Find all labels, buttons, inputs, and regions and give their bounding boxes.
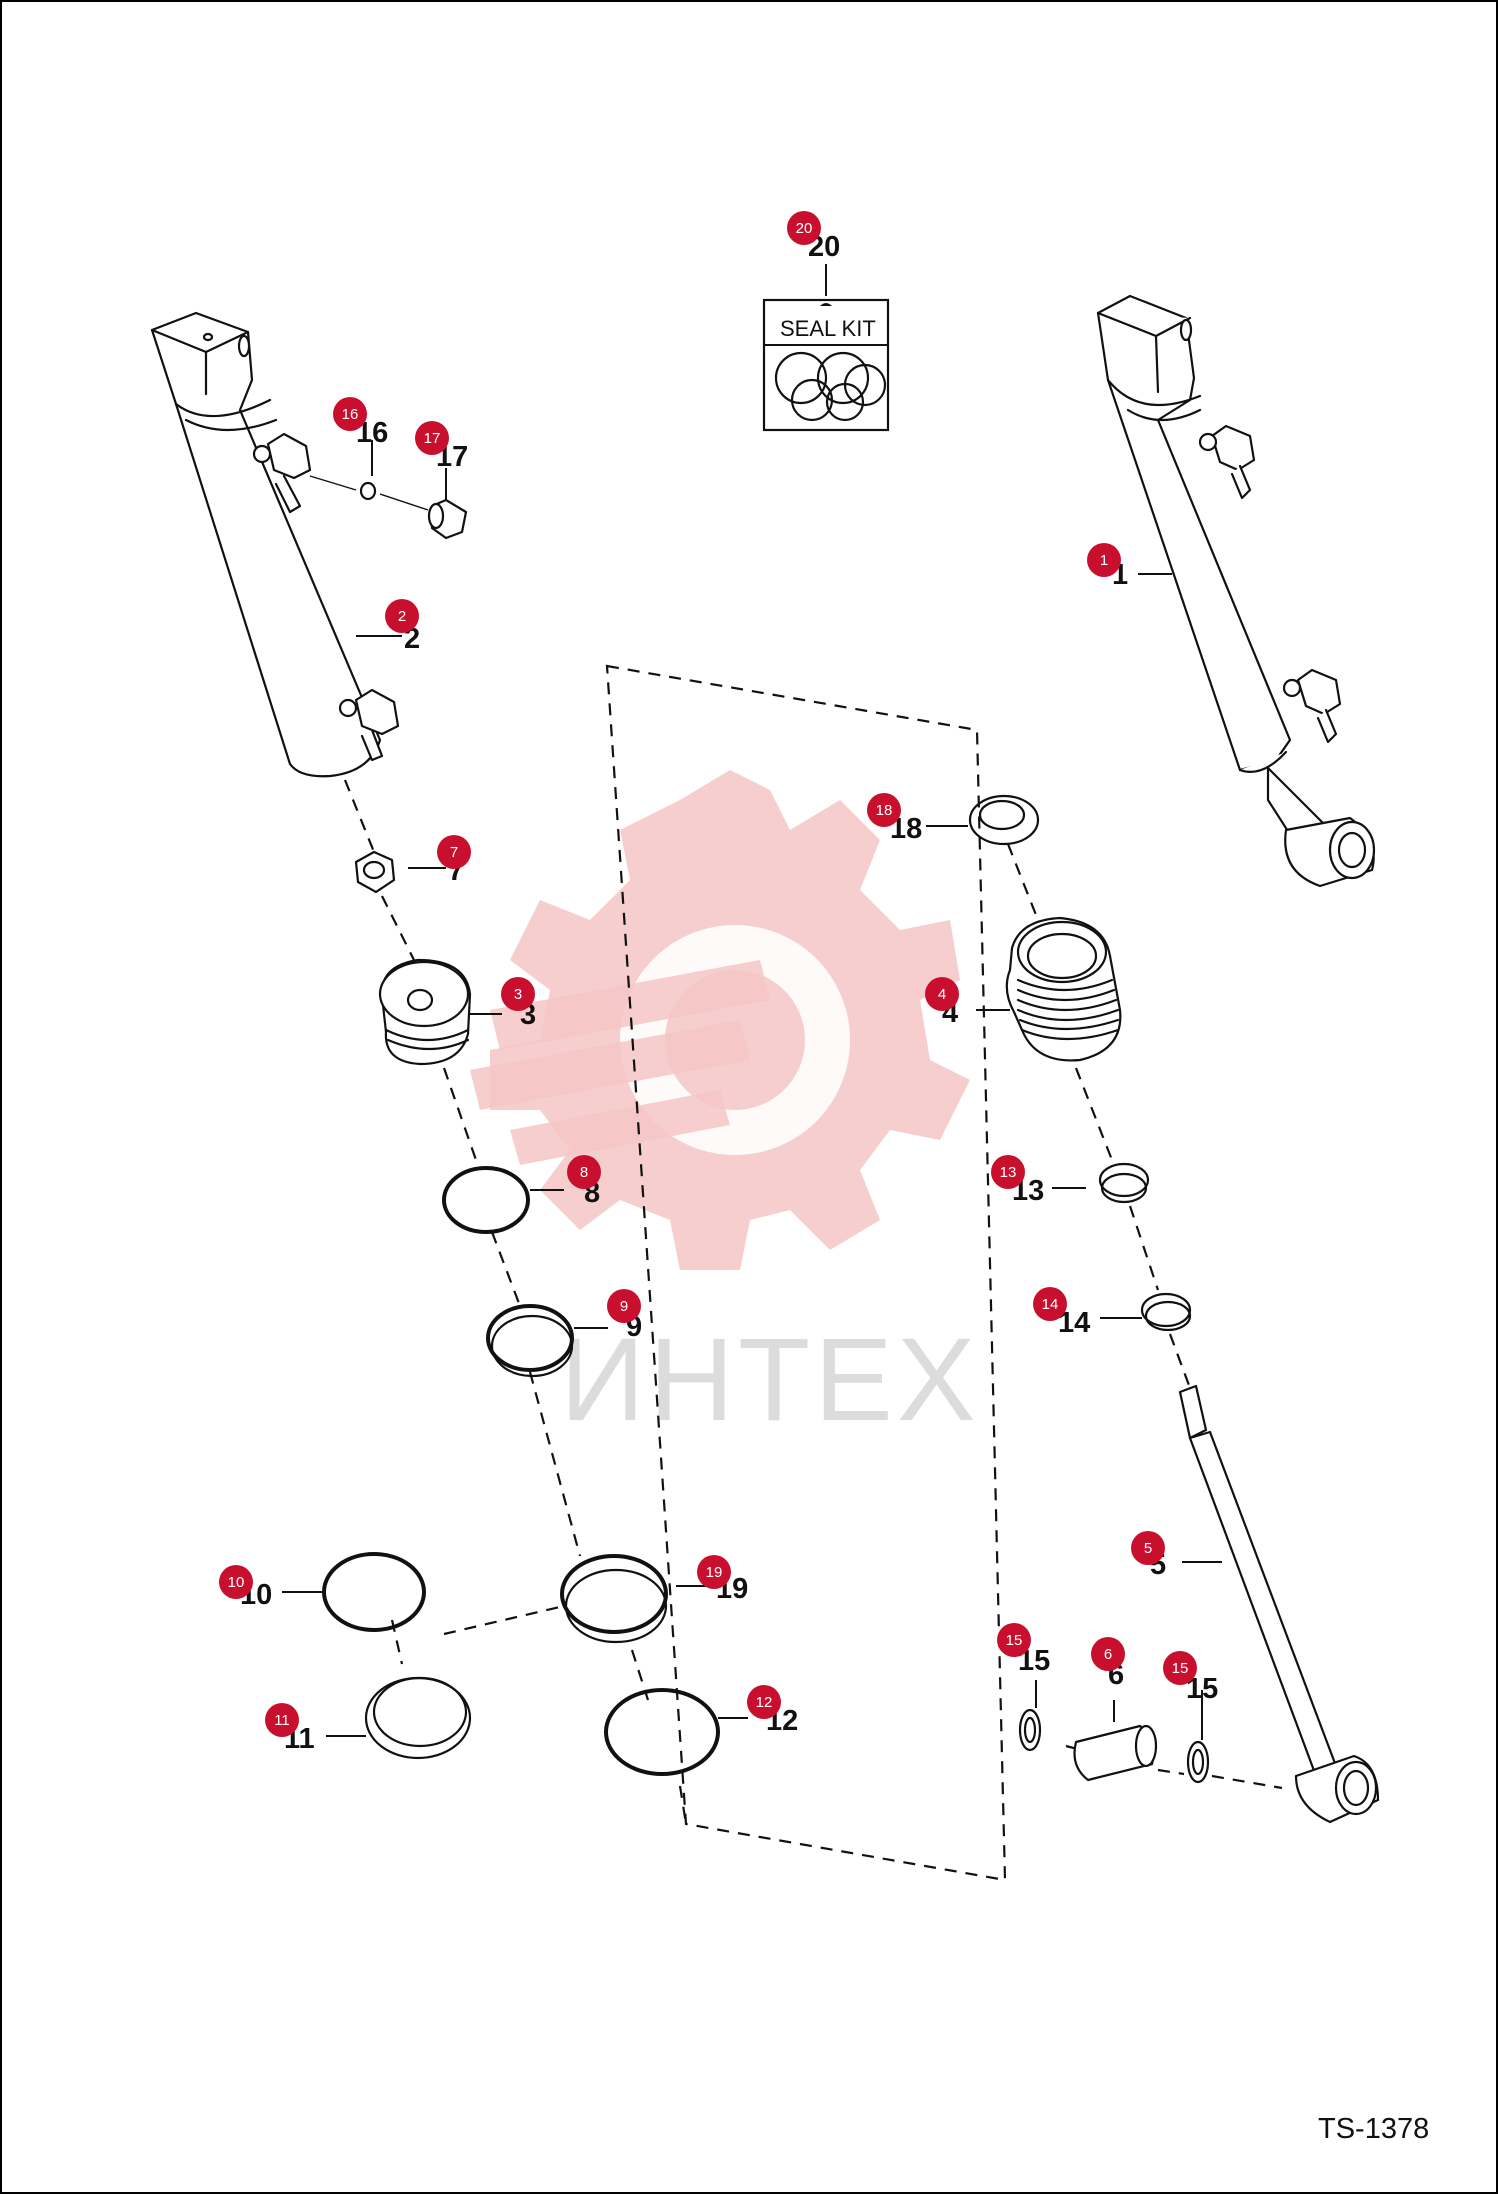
callout-16: 16 [333, 397, 367, 431]
piston-rod [1178, 1384, 1380, 1824]
svg-text:20: 20 [796, 220, 813, 237]
wear-ring [364, 1676, 472, 1760]
svg-text:3: 3 [514, 986, 522, 1003]
head-o-ring [604, 1688, 720, 1776]
callout-14: 14 [1033, 1287, 1067, 1321]
svg-text:1: 1 [1100, 552, 1108, 569]
svg-text:11: 11 [274, 1712, 290, 1729]
kit-boundary [605, 664, 1007, 1882]
rod-wiper-seal [1098, 1162, 1150, 1204]
backup-o-ring [322, 1552, 426, 1632]
callout-15a: 15 [997, 1623, 1031, 1657]
callout-12: 12 [747, 1685, 781, 1719]
callout-6: 6 [1091, 1637, 1125, 1671]
washer-right [1186, 1740, 1210, 1784]
svg-text:19: 19 [706, 1564, 723, 1581]
o-ring [442, 1166, 530, 1234]
svg-text:8: 8 [580, 1164, 588, 1181]
callout-markers: 1 2 3 4 5 6 7 8 9 10 11 12 13 14 15 15 1… [219, 211, 1197, 1737]
callout-4: 4 [925, 977, 959, 1011]
callout-10: 10 [219, 1565, 253, 1599]
callout-1: 1 [1087, 543, 1121, 577]
callout-9: 9 [607, 1289, 641, 1323]
piston [378, 958, 472, 1066]
svg-text:13: 13 [1000, 1164, 1017, 1181]
wiper [968, 794, 1040, 846]
svg-text:14: 14 [1042, 1296, 1059, 1313]
cylinder-assembly [1096, 294, 1376, 888]
svg-text:7: 7 [450, 844, 458, 861]
svg-text:16: 16 [342, 406, 359, 423]
callout-7: 7 [437, 835, 471, 869]
callout-2: 2 [385, 599, 419, 633]
callout-5: 5 [1131, 1531, 1165, 1565]
buffer-seal [1140, 1292, 1192, 1332]
svg-text:4: 4 [938, 986, 946, 1003]
svg-text:12: 12 [756, 1694, 773, 1711]
drawing-code: TS-1378 [1318, 2113, 1429, 2145]
piston-seal [486, 1304, 574, 1378]
svg-text:17: 17 [424, 430, 441, 447]
svg-text:9: 9 [620, 1298, 628, 1315]
watermark-text: ИНТЕХ [560, 1314, 980, 1446]
orifice-and-plug [309, 440, 468, 540]
svg-text:2: 2 [398, 608, 406, 625]
pivot-bushing [1073, 1724, 1158, 1782]
callout-8: 8 [567, 1155, 601, 1189]
rod-seal [560, 1554, 668, 1644]
svg-text:6: 6 [1104, 1646, 1112, 1663]
callout-18: 18 [867, 793, 901, 827]
svg-text:18: 18 [876, 802, 893, 819]
callout-19: 19 [697, 1555, 731, 1589]
callout-20: 20 [787, 211, 821, 245]
callout-3: 3 [501, 977, 535, 1011]
cylinder-barrel [150, 311, 400, 778]
washer-left [1018, 1708, 1042, 1752]
callout-13: 13 [991, 1155, 1025, 1189]
callout-17: 17 [415, 421, 449, 455]
svg-text:5: 5 [1144, 1540, 1152, 1557]
callout-15b: 15 [1163, 1651, 1197, 1685]
cylinder-head [1005, 916, 1122, 1062]
svg-text:10: 10 [228, 1574, 245, 1591]
callout-11: 11 [265, 1703, 299, 1737]
seal-kit-label: SEAL KIT [780, 316, 876, 341]
svg-text:15: 15 [1006, 1632, 1023, 1649]
watermark-logo [470, 770, 970, 1270]
svg-text:15: 15 [1172, 1660, 1189, 1677]
piston-nut [354, 850, 396, 894]
right-axis-line [1006, 843, 1283, 1790]
seal-kit-package: SEAL KIT [762, 264, 890, 432]
